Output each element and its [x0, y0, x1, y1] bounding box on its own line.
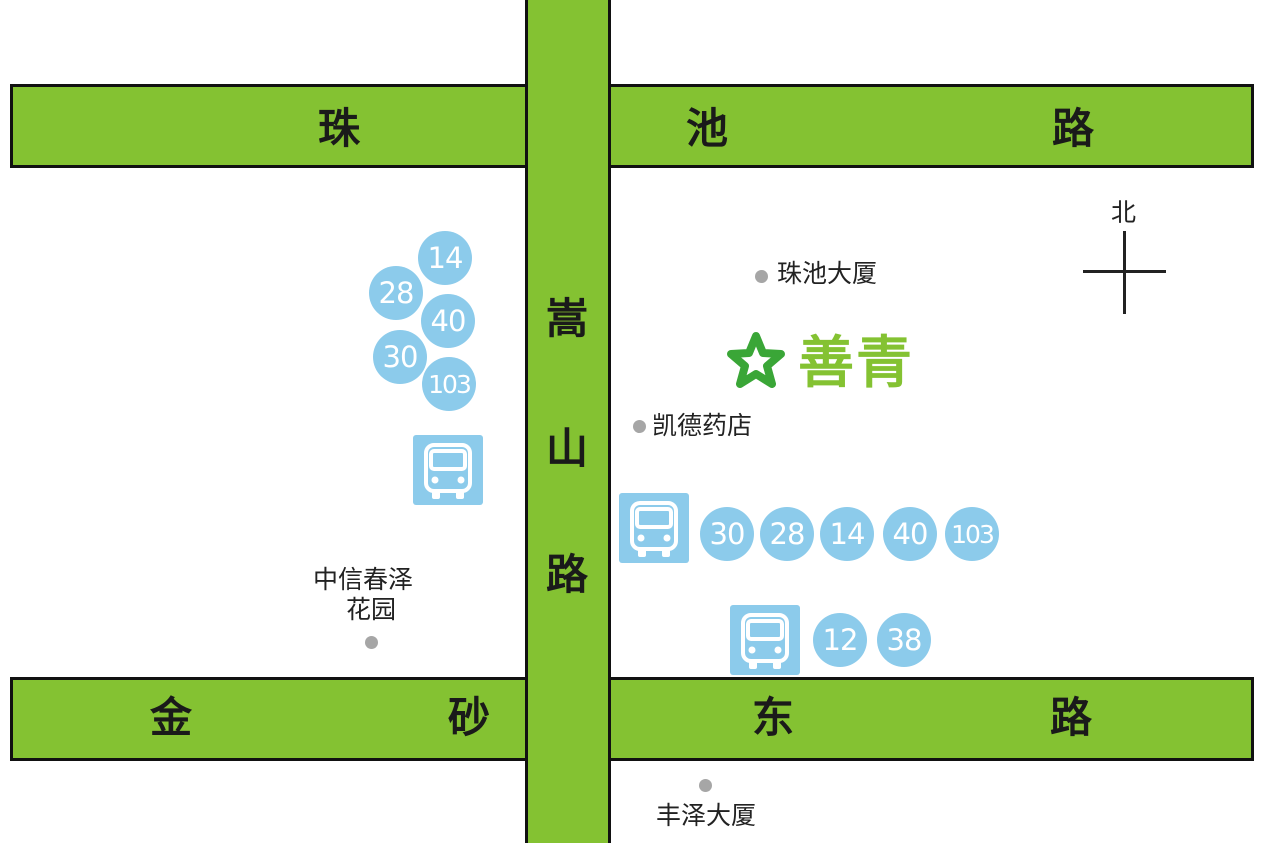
fengze-building-dot [699, 779, 712, 792]
route-badge: 28 [369, 266, 423, 320]
zhongxin-garden-label-line2: 花园 [346, 595, 397, 624]
zhuchi-building-dot [755, 270, 768, 283]
jinsha-road-label-1: 金 [150, 693, 193, 742]
zhuchi-building-label: 珠池大厦 [777, 259, 878, 288]
north-label: 北 [1111, 198, 1137, 227]
route-badge: 14 [820, 507, 874, 561]
bus-icon [413, 435, 483, 505]
destination-name: 善青 [798, 331, 914, 396]
zhongxin-garden-label-line1: 中信春泽 [313, 565, 414, 594]
route-badge: 40 [883, 507, 937, 561]
fengze-building-label: 丰泽大厦 [656, 801, 757, 830]
route-badge: 14 [418, 231, 472, 285]
jinsha-road-label-3: 东 [752, 693, 795, 742]
route-badge: 28 [760, 507, 814, 561]
songshan-road-label-2: 山 [546, 424, 589, 473]
route-badge: 40 [421, 294, 475, 348]
intersection-north [528, 87, 608, 165]
bus-icon [619, 493, 689, 563]
route-badge: 103 [945, 507, 999, 561]
jinsha-road-label-2: 砂 [448, 693, 491, 742]
route-badge: 12 [813, 613, 867, 667]
route-badge: 30 [373, 330, 427, 384]
zhuchi-road-label-2: 池 [686, 104, 729, 153]
zhongxin-garden-dot [365, 636, 378, 649]
songshan-road-label-1: 嵩 [546, 294, 589, 343]
jinsha-road-label-4: 路 [1050, 693, 1093, 742]
intersection-south [528, 680, 608, 758]
zhuchi-road-label-3: 路 [1052, 104, 1095, 153]
star-icon [727, 332, 785, 388]
compass-horizontal [1083, 270, 1166, 273]
kaide-pharmacy-dot [633, 420, 646, 433]
route-badge: 103 [422, 357, 476, 411]
route-badge: 38 [877, 613, 931, 667]
bus-icon [730, 605, 800, 675]
songshan-road-label-3: 路 [546, 550, 589, 599]
zhuchi-road-label-1: 珠 [318, 104, 361, 153]
kaide-pharmacy-label: 凯德药店 [652, 411, 753, 440]
jinsha-east-road [10, 677, 1254, 761]
route-badge: 30 [700, 507, 754, 561]
zhuchi-road [10, 84, 1254, 168]
